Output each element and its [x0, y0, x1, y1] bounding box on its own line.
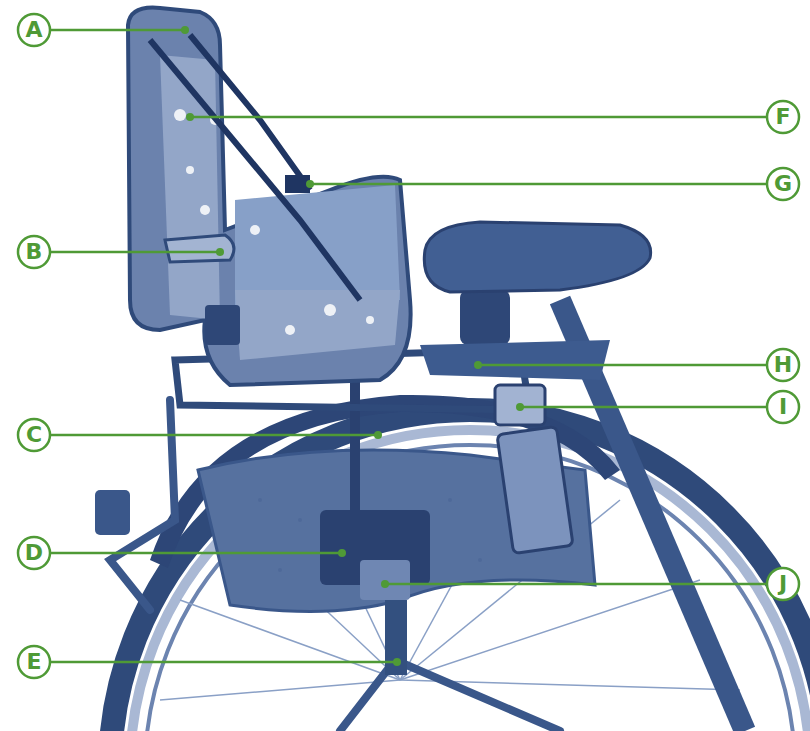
- rear-wheel: [110, 410, 810, 731]
- leader-lines: [51, 30, 766, 662]
- clamp: [495, 385, 545, 425]
- callout-letter: F: [766, 100, 800, 134]
- callout-letter: A: [17, 13, 51, 47]
- rear-reflector: [95, 490, 130, 535]
- armrest: [165, 235, 234, 262]
- callout-letter: H: [766, 348, 800, 382]
- mounting-bar: [420, 340, 610, 380]
- callout-letter: G: [766, 167, 800, 201]
- child-seat-shell: [128, 8, 411, 385]
- harness-straps: [150, 35, 360, 300]
- callout-letter: J: [766, 567, 800, 601]
- callout-letter: C: [17, 418, 51, 452]
- release-button: [360, 560, 410, 600]
- callout-circles: [18, 14, 799, 678]
- callout-letter: E: [17, 645, 51, 679]
- callout-letter: B: [17, 235, 51, 269]
- callout-letter: D: [17, 536, 51, 570]
- leader-dots: [181, 26, 524, 666]
- callout-letter: I: [766, 390, 800, 424]
- bike-saddle: [424, 222, 650, 292]
